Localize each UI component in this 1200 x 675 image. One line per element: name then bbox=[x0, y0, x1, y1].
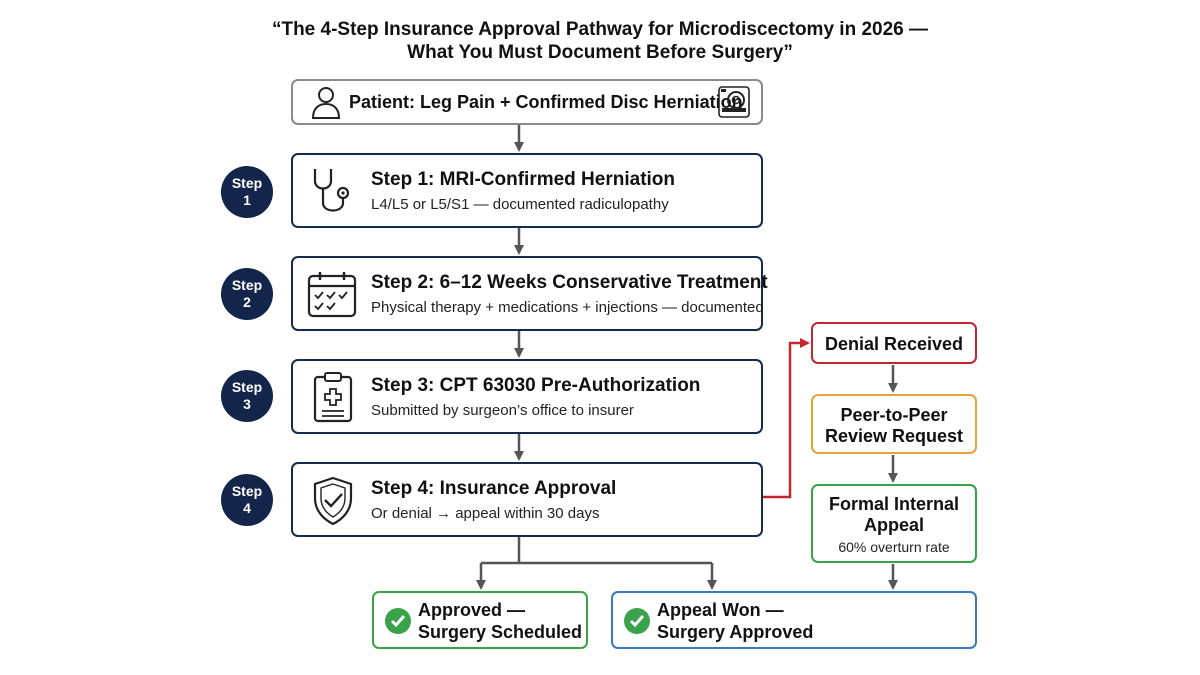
diagram-title-line2: What You Must Document Before Surgery” bbox=[407, 42, 793, 63]
approved-line2: Surgery Scheduled bbox=[418, 622, 583, 642]
shield-check-icon bbox=[311, 476, 355, 531]
formal-appeal-line2: Appeal bbox=[863, 515, 924, 535]
appeal-won-line2: Surgery Approved bbox=[657, 622, 814, 642]
step-1-title: Step 1: MRI-Confirmed Herniation bbox=[371, 169, 676, 190]
step-1-detail: L4/L5 or L5/S1 — documented radiculopath… bbox=[371, 196, 669, 213]
formal-appeal-box: Formal Internal Appeal 60% overturn rate bbox=[811, 484, 977, 563]
peer-review-line1: Peer-to-Peer bbox=[840, 405, 948, 425]
checkmark-icon bbox=[385, 608, 411, 634]
step-3-detail: Submitted by surgeon’s office to insurer bbox=[371, 402, 634, 419]
calendar-icon bbox=[307, 270, 357, 323]
step-1-box: Step 1: MRI-Confirmed Herniation L4/L5 o… bbox=[291, 153, 763, 228]
denial-received-label: Denial Received bbox=[824, 334, 964, 354]
denial-received-box: Denial Received bbox=[811, 322, 977, 364]
person-icon bbox=[311, 86, 341, 125]
appeal-won-line1: Appeal Won — bbox=[657, 600, 784, 620]
step-2-detail: Physical therapy + medications + injecti… bbox=[371, 299, 764, 316]
patient-box: Patient: Leg Pain + Confirmed Disc Herni… bbox=[291, 79, 763, 125]
step-4-box: Step 4: Insurance Approval Or denial → a… bbox=[291, 462, 763, 537]
step-2-title: Step 2: 6–12 Weeks Conservative Treatmen… bbox=[371, 272, 768, 293]
approved-box: Approved — Surgery Scheduled bbox=[372, 591, 588, 649]
arrow-step4-denial bbox=[763, 338, 810, 499]
formal-appeal-line1: Formal Internal bbox=[828, 494, 960, 514]
appeal-won-box: Appeal Won — Surgery Approved bbox=[611, 591, 977, 649]
peer-review-box: Peer-to-Peer Review Request bbox=[811, 394, 977, 454]
step-4-detail: Or denial → appeal within 30 days bbox=[371, 505, 600, 522]
peer-review-line2: Review Request bbox=[824, 426, 964, 446]
step-3-title: Step 3: CPT 63030 Pre-Authorization bbox=[371, 375, 701, 396]
step-2-box: Step 2: 6–12 Weeks Conservative Treatmen… bbox=[291, 256, 768, 331]
overturn-rate: 60% overturn rate bbox=[838, 539, 950, 555]
arrow-step4-split bbox=[481, 537, 712, 565]
patient-label: Patient: Leg Pain + Confirmed Disc Herni… bbox=[349, 92, 743, 112]
mri-scanner-icon bbox=[718, 86, 750, 123]
clipboard-icon bbox=[313, 371, 353, 428]
checkmark-icon bbox=[624, 608, 650, 634]
step-3-box: Step 3: CPT 63030 Pre-Authorization Subm… bbox=[291, 359, 763, 434]
approved-line1: Approved — bbox=[418, 600, 526, 620]
diagram-title-line1: “The 4-Step Insurance Approval Pathway f… bbox=[271, 19, 929, 40]
stethoscope-icon bbox=[309, 167, 353, 222]
step-4-title: Step 4: Insurance Approval bbox=[371, 478, 617, 499]
